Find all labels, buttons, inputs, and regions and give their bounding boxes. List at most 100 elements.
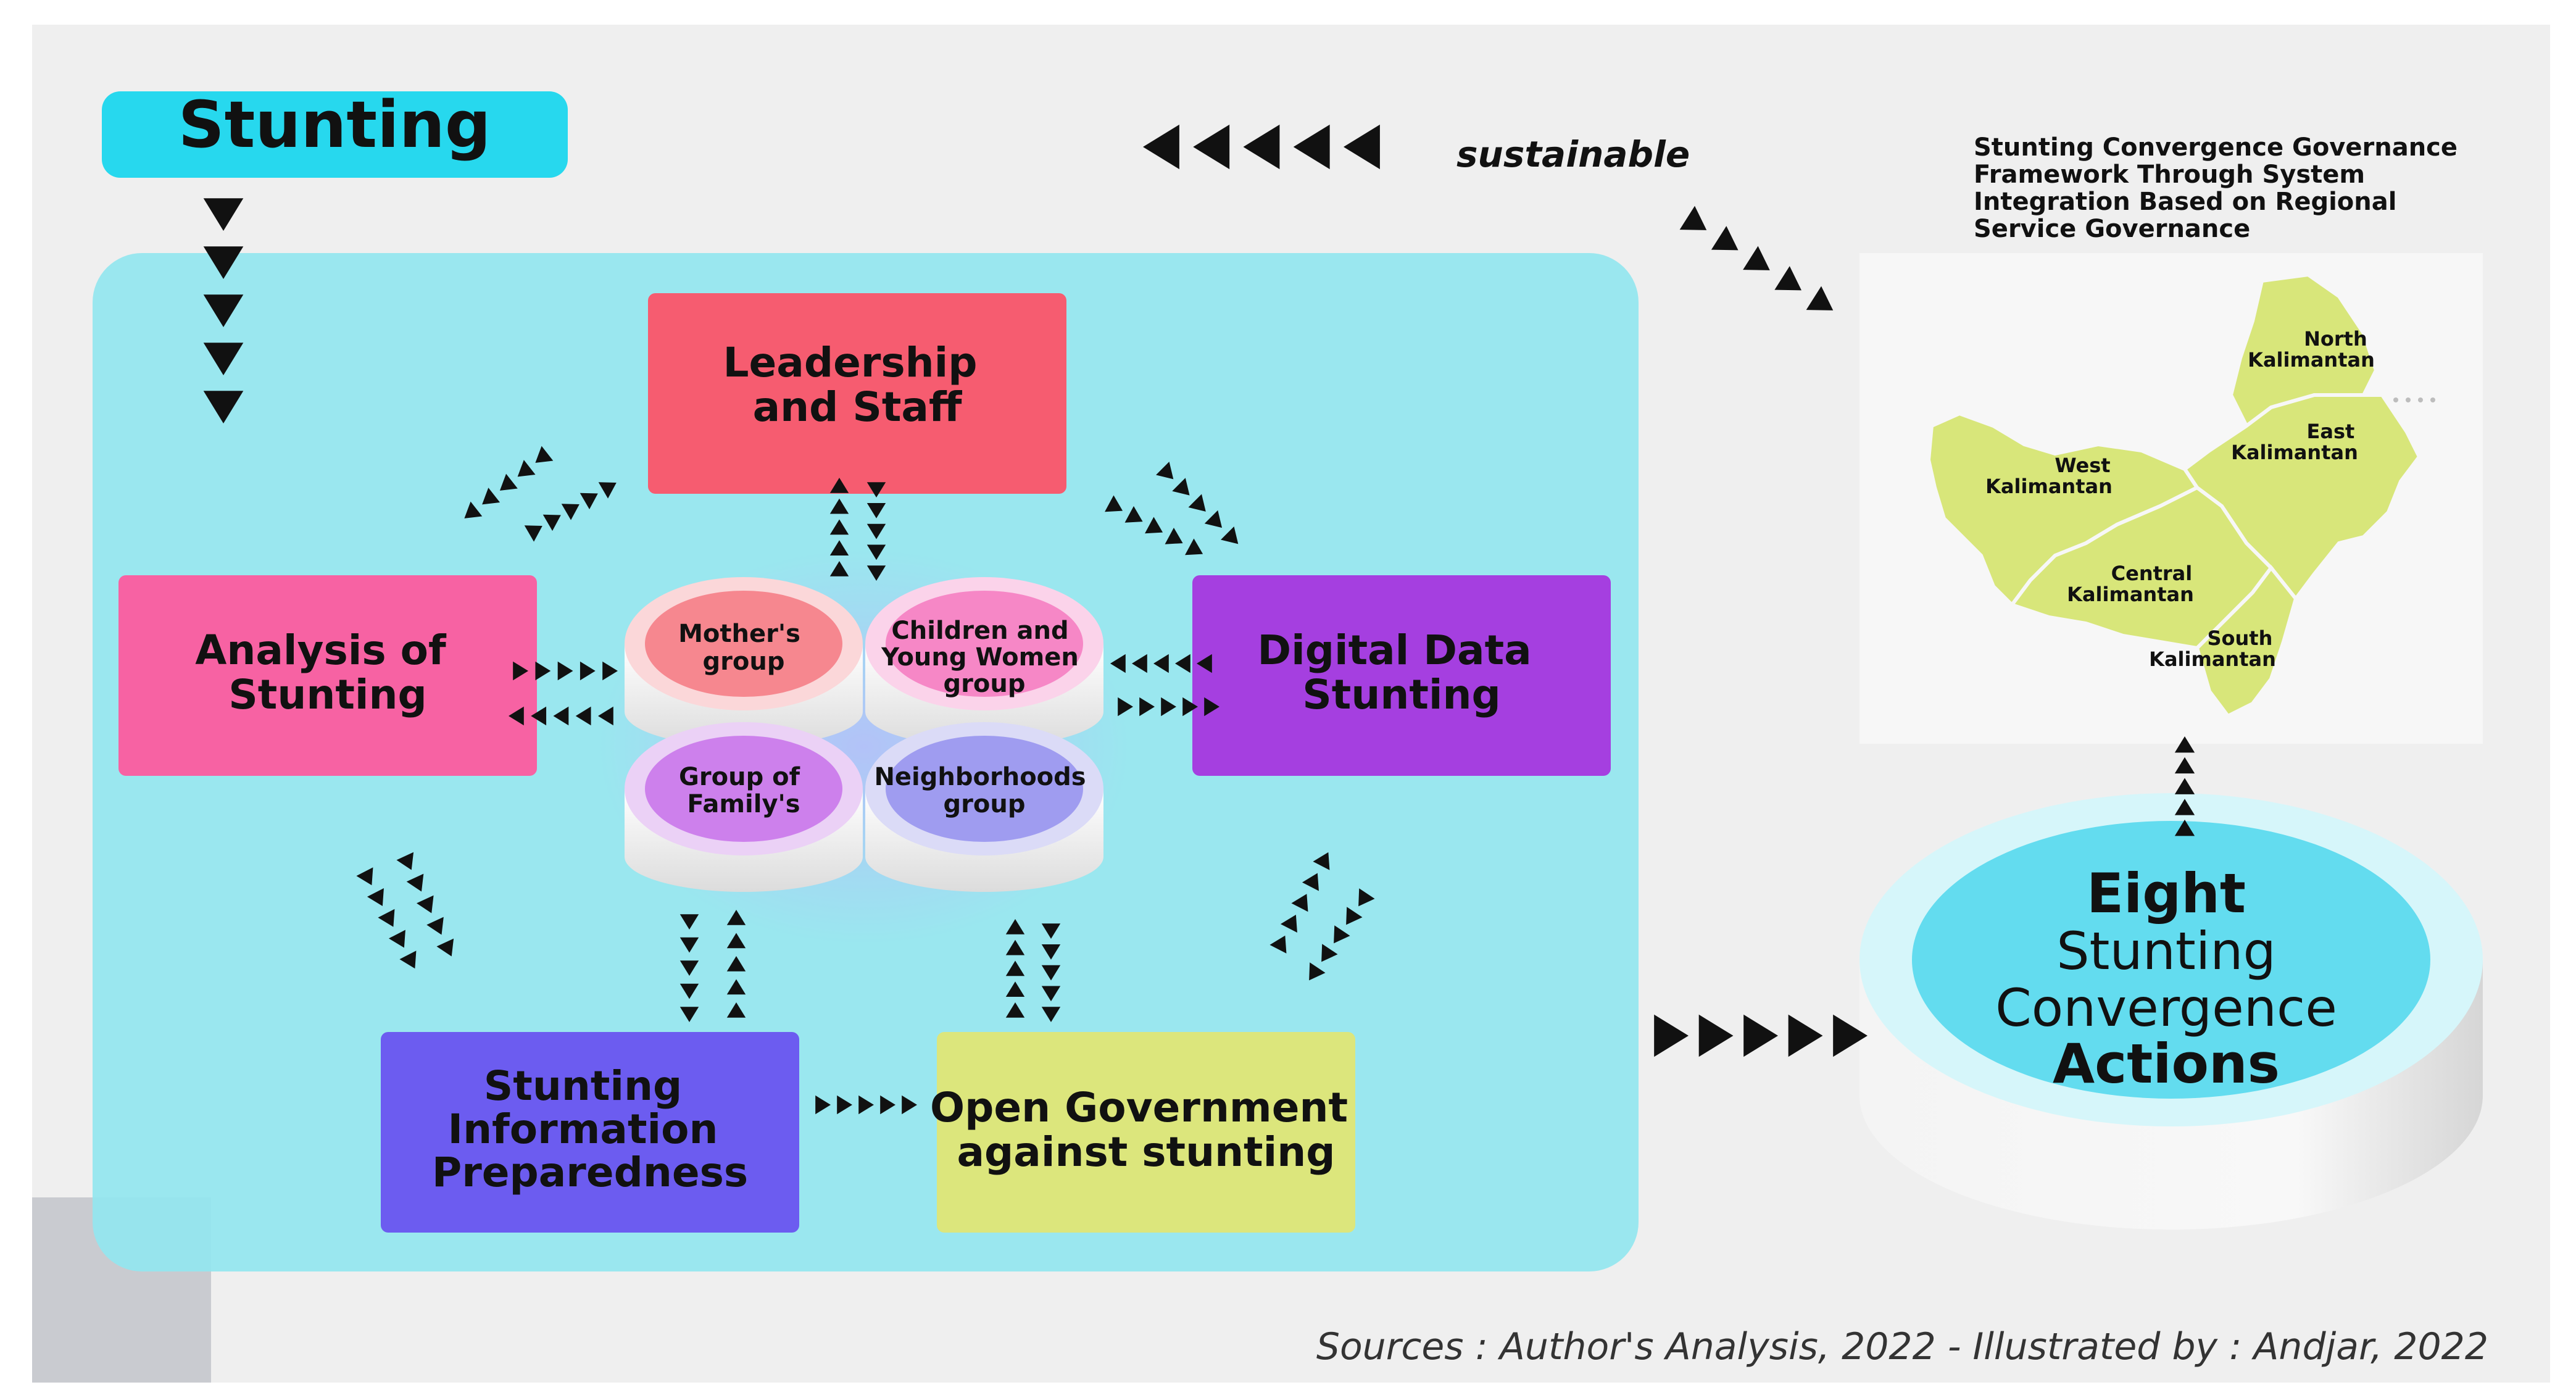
group-neighborhoods: Neighborhoods group [865,722,1103,892]
arrowhead [1743,1014,1778,1057]
arrowhead [1698,1014,1734,1057]
arrowhead [464,501,483,518]
group-family: Group of Family's [625,722,863,892]
arrowhead [1041,965,1061,981]
arrowhead [580,661,596,681]
arrowhead [1143,124,1179,170]
arrowhead [378,909,395,927]
arrowhead [902,1095,917,1115]
actions-line-1: Eight [2087,862,2246,925]
group-mothers: Mother's group [625,577,863,747]
arrowhead [1156,462,1174,480]
arrowhead [2174,778,2195,794]
arrowhead [866,565,886,581]
arrowhead [1165,527,1183,544]
arrowhead [598,706,613,726]
arrowhead [356,867,373,886]
arrowhead [388,930,405,948]
svg-text:Neighborhoods group: Neighborhoods group [874,763,1094,818]
map-central-kalimantan [2009,485,2274,651]
map-label-east: East Kalimantan [2231,420,2361,464]
actions-line-4: Actions [2053,1032,2280,1096]
box-open-government-label: Open Government against stunting [930,1084,1362,1176]
arrowhead [1344,124,1380,170]
svg-text:Mother's group: Mother's group [678,620,809,676]
arrowhead [1204,697,1219,717]
box-analysis-label: Analysis of Stunting [195,626,460,718]
arrowhead [726,1002,746,1018]
page-title: Stunting [178,87,491,162]
arrowhead [1041,1007,1061,1022]
map-ellipsis [2393,397,2435,402]
arrowhead [1774,266,1802,291]
arrowhead [726,956,746,972]
arrowhead [880,1095,895,1115]
arrowhead [524,525,542,542]
arrowhead [1806,286,1834,310]
arrowhead [1005,1002,1025,1018]
arrowhead [1105,495,1123,512]
arrowhead [1172,478,1190,496]
arrowhead [1110,654,1126,673]
arrowhead [499,473,518,491]
map-south-kalimantan [2195,565,2298,718]
arrowhead [1309,962,1326,981]
arrowhead [1041,923,1061,939]
arrowhead [829,561,849,576]
arrowhead [1204,510,1223,528]
arrowhead [829,498,849,514]
arrowhead [1041,944,1061,960]
arrowhead [1293,124,1330,170]
arrowhead [561,504,580,520]
arrowhead [367,888,384,906]
map-to-sustainable-arrows [1679,206,1834,310]
arrowhead [1175,654,1190,673]
sustainable-arrows [1143,124,1380,170]
arrowhead [679,937,699,953]
arrowhead [1145,517,1163,534]
arrowhead [417,895,434,913]
arrowhead [1833,1014,1868,1057]
map-label-west: West Kalimantan [1985,454,2117,498]
group-children-young-women: Children and Young Women group [865,577,1103,747]
arrowhead [1313,852,1330,870]
arrowhead [426,917,444,935]
arrowhead [815,1095,831,1115]
arrowhead [203,246,244,279]
arrowhead [726,979,746,995]
arrowhead [1161,697,1176,717]
map-label-central: Central Kalimantan [2067,562,2199,606]
arrowhead [1743,246,1770,270]
arrowhead [679,983,699,999]
arrowhead [1124,506,1143,523]
source-note: Sources : Author's Analysis, 2022 - Illu… [1316,1325,2488,1368]
arrowhead [396,852,414,870]
box-leadership-label: Leadership and Staff [723,339,991,431]
title-bar [102,91,568,178]
arrowhead [1005,939,1025,955]
arrowhead [1153,654,1169,673]
box-open-government [937,1032,1355,1233]
arrowhead [2174,736,2195,753]
arrowhead [1302,873,1319,891]
arrowhead [1132,654,1147,673]
box-information [381,1032,799,1233]
arrowhead [1005,960,1025,976]
arrowhead [1005,981,1025,997]
arrowhead [598,482,617,499]
map-label-north: North Kalimantan [2248,327,2375,372]
box-digital [1192,575,1611,776]
arrowhead [2174,799,2195,815]
arrowhead [517,460,536,477]
arrowhead [1711,226,1739,251]
arrowhead [866,502,886,518]
arrowhead [509,706,524,726]
framework-caption: Stunting Convergence Governance Framewor… [1974,133,2466,243]
svg-text:Group of Family's: Group of Family's [679,763,808,818]
arrowhead [1182,697,1198,717]
connector-arrows [356,446,1375,1115]
arrowhead [575,706,591,726]
arrowhead [535,446,554,463]
arrowhead [1243,124,1280,170]
